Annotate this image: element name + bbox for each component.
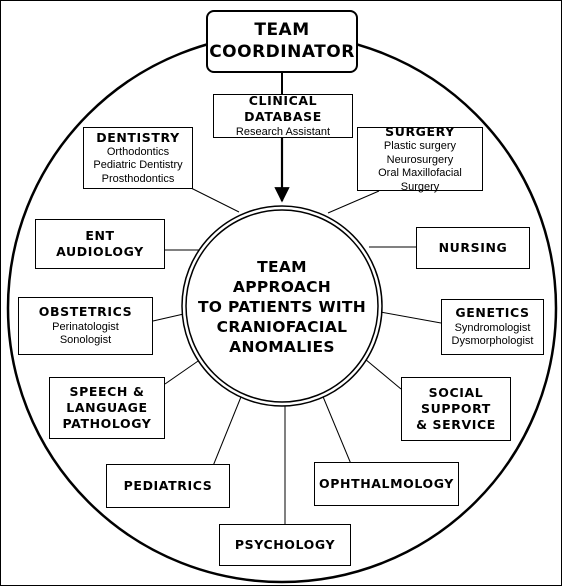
spoke-ophthalmology [318,386,352,465]
center-line: TEAM [257,257,307,276]
social-support-box: SOCIAL SUPPORT & SERVICE [401,377,511,441]
dentistry-sub: Pediatric Dentistry [93,159,183,172]
psychology-title: PSYCHOLOGY [234,536,336,552]
nursing-title: NURSING [438,239,508,255]
dentistry-sub: Prosthodontics [101,172,175,185]
genetics-box: GENETICS Syndromologist Dysmorphologist [441,299,544,355]
obstetrics-sub: Perinatologist [52,320,119,333]
genetics-sub: Dysmorphologist [451,335,534,348]
clinical-database-box: CLINICAL DATABASE Research Assistant [213,93,353,138]
team-coordinator-box: TEAM COORDINATOR [206,10,358,73]
center-line: ANOMALIES [229,338,335,357]
psychology-box: PSYCHOLOGY [219,524,351,566]
center-line: TO PATIENTS WITH [197,297,367,316]
spoke-speech [164,358,202,385]
center-circle-inner [185,209,379,403]
genetics-title: GENETICS [455,305,530,321]
clinical-database-title: CLINICAL DATABASE [244,93,322,125]
spoke-surgery [327,190,380,214]
spoke-dentistry [190,187,240,213]
spoke-genetics [374,310,442,324]
dentistry-box: DENTISTRY Orthodontics Pediatric Dentist… [83,127,193,189]
ophthalmology-title: OPHTHALMOLOGY [319,475,454,491]
team-coordinator-title: TEAM COORDINATOR [209,20,355,62]
ent-audiology-box: ENT AUDIOLOGY [35,219,165,269]
surgery-title: SURGERY [385,124,455,140]
obstetrics-sub: Sonologist [59,334,112,347]
center-line: APPROACH [232,277,332,296]
dentistry-sub: Orthodontics [106,146,170,159]
obstetrics-title: OBSTETRICS [38,304,133,320]
clinical-database-sub: Research Assistant [235,125,331,138]
genetics-sub: Syndromologist [454,321,531,334]
ophthalmology-box: OPHTHALMOLOGY [314,462,459,506]
surgery-box: SURGERY Plastic surgery Neurosurgery Ora… [357,124,483,193]
obstetrics-box: OBSTETRICS Perinatologist Sonologist [18,297,153,355]
center-topic: TEAM APPROACH TO PATIENTS WITH CRANIOFAC… [179,237,385,377]
pediatrics-title: PEDIATRICS [123,477,213,493]
nursing-box: NURSING [416,227,530,269]
surgery-sub: Oral Maxillofacial Surgery [378,167,462,193]
speech-language-pathology-title: SPEECH & LANGUAGE PATHOLOGY [62,383,152,432]
dentistry-title: DENTISTRY [96,129,180,145]
surgery-sub: Plastic surgery [383,140,457,153]
pediatrics-box: PEDIATRICS [106,464,230,508]
center-circle-outer [181,205,383,407]
social-support-title: SOCIAL SUPPORT & SERVICE [416,384,496,433]
ent-audiology-title: ENT AUDIOLOGY [56,227,144,259]
center-line: CRANIOFACIAL [216,318,348,337]
surgery-sub: Neurosurgery [386,153,454,166]
spoke-social [364,358,402,390]
spoke-pediatrics [212,386,246,467]
speech-language-pathology-box: SPEECH & LANGUAGE PATHOLOGY [49,377,165,439]
